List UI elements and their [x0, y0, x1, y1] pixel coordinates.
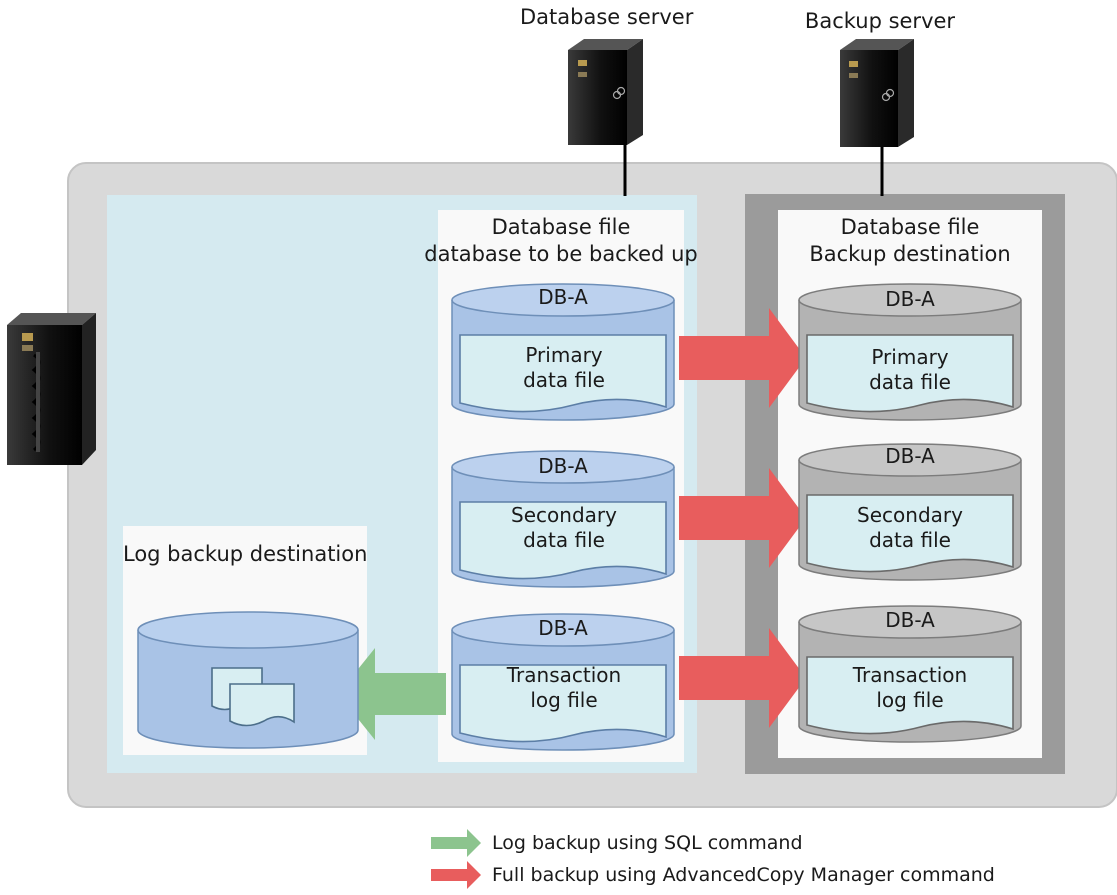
legend-full-arrow [431, 861, 481, 889]
full-backup-arrow [679, 308, 806, 408]
dest-file-shape [806, 494, 1014, 573]
source-file-label: data file [523, 368, 605, 392]
dest-file-label: Transaction [852, 663, 968, 687]
source-db-cylinder [451, 283, 675, 421]
source-db-name: DB-A [538, 454, 588, 478]
legend-log-arrow [431, 829, 481, 857]
dest-db-cylinder [798, 443, 1022, 581]
source-db-name: DB-A [538, 616, 588, 640]
source-file-label: log file [530, 688, 598, 712]
full-backup-arrow [679, 628, 806, 728]
source-file-label: Secondary [511, 503, 617, 527]
backup-server-icon [840, 39, 914, 147]
source-panel-title: Database file [491, 215, 631, 239]
dest-file-label: data file [869, 370, 951, 394]
storage-device-icon [7, 313, 96, 465]
source-file-shape [459, 664, 667, 743]
database-cylinders [451, 283, 1022, 751]
database-server-icon [568, 39, 643, 145]
dest-panel-title: Database file [840, 215, 980, 239]
dest-panel-subtitle: Backup destination [809, 242, 1011, 266]
dest-file-shape [806, 656, 1014, 735]
dest-file-label: Secondary [857, 503, 963, 527]
dest-db-name: DB-A [885, 444, 935, 468]
legend-full-backup: Full backup using AdvancedCopy Manager c… [492, 864, 995, 886]
full-backup-arrow [679, 468, 806, 568]
dest-file-label: log file [876, 688, 944, 712]
log-file-icon [211, 667, 295, 727]
source-file-shape [459, 501, 667, 580]
source-file-label: Primary [525, 343, 603, 367]
dest-file-label: Primary [871, 345, 949, 369]
backup-server-label: Backup server [804, 9, 956, 33]
source-db-cylinder [451, 450, 675, 588]
dest-file-label: data file [869, 528, 951, 552]
dest-db-name: DB-A [885, 287, 935, 311]
log-backup-arrow [338, 648, 446, 740]
dest-db-cylinder [798, 283, 1022, 421]
dest-file-shape [806, 334, 1014, 413]
source-db-cylinder [451, 613, 675, 751]
source-file-label: Transaction [506, 663, 622, 687]
source-file-shape [459, 334, 667, 413]
legend-log-backup: Log backup using SQL command [492, 832, 803, 854]
dest-db-cylinder [798, 605, 1022, 743]
source-db-name: DB-A [538, 285, 588, 309]
database-server-label: Database server [520, 5, 694, 29]
dest-db-name: DB-A [885, 608, 935, 632]
source-panel-subtitle: database to be backed up [424, 242, 698, 266]
source-file-label: data file [523, 528, 605, 552]
log-panel-title: Log backup destination [123, 542, 368, 566]
